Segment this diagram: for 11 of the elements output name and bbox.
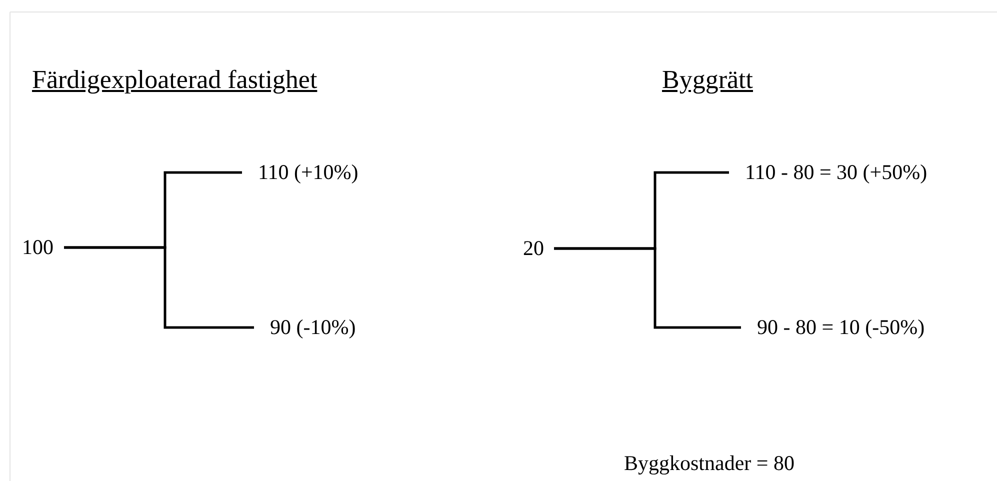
value-text: 90 (-10%)	[270, 314, 356, 341]
heading: Färdigexploaterad fastighet	[32, 66, 318, 94]
tree-branch-line	[554, 247, 741, 329]
tree-branch-line	[64, 246, 254, 329]
value-text: 110 - 80 = 30 (+50%)	[745, 158, 928, 186]
value-text: 20	[523, 234, 544, 262]
value-text: 90 - 80 = 10 (-50%)	[757, 314, 925, 341]
value-text: 110 (+10%)	[258, 158, 358, 186]
note-text: Byggkostnader = 80	[624, 452, 794, 475]
heading: Byggrätt	[662, 66, 753, 94]
value-text: 100	[22, 234, 54, 261]
